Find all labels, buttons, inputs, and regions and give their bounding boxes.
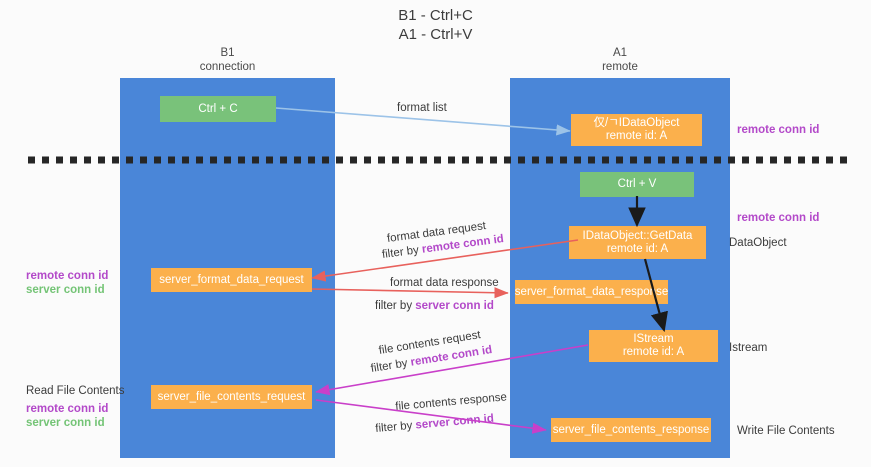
side-label-remote-conn-id-mid: remote conn id (737, 212, 820, 224)
edge-label-format-data-response-filter: filter by server conn id (375, 299, 494, 313)
box-idataobject-line2: remote id: A (605, 130, 668, 142)
side-label-left-server-conn-id-bottom: server conn id (26, 417, 105, 429)
box-istream-line2: remote id: A (622, 346, 685, 358)
arrow-file-contents-request (315, 344, 589, 396)
arrow-format-data-request (311, 239, 579, 282)
box-istream-line1: IStream (633, 333, 674, 345)
lane-header-a1-name: A1 (612, 47, 628, 59)
side-label-left-server-conn-id-mid: server conn id (26, 284, 105, 296)
side-label-left-remote-conn-id-mid: remote conn id (26, 270, 109, 282)
box-idataobject-line1: 仅/ㄱIDataObject (593, 117, 680, 129)
edge-label-format-data-response: format data response (390, 277, 499, 289)
arrow-file-contents-response (315, 399, 547, 434)
box-server-file-contents-response[interactable]: server_file_contents_response (551, 418, 711, 442)
box-server-format-data-response-label: server_format_data_response (514, 285, 669, 298)
box-getdata-line2: remote id: A (606, 242, 669, 255)
box-getdata-line1: IDataObject::GetData (582, 229, 693, 242)
box-server-format-data-response[interactable]: server_format_data_response (515, 280, 668, 304)
filter-prefix: filter by (375, 300, 416, 312)
arrow-format-list (275, 107, 571, 136)
side-label-write-file-contents: Write File Contents (737, 425, 835, 437)
side-label-dataobject: DataObject (729, 237, 787, 249)
box-server-file-contents-request-label: server_file_contents_request (157, 390, 306, 403)
box-istream[interactable]: IStream remote id: A (589, 330, 718, 362)
edge-label-format-list: format list (397, 102, 447, 114)
arrow-getdata-to-istream (643, 258, 668, 333)
box-server-format-data-request-label: server_format_data_request (159, 273, 304, 286)
side-label-istream: Istream (729, 342, 768, 354)
lane-header-b1-role: connection (199, 61, 256, 73)
box-idataobject-getdata[interactable]: IDataObject::GetData remote id: A (569, 226, 706, 259)
lane-header-b1: B1 connection (140, 46, 315, 74)
filter-key-server-conn-id: server conn id (415, 300, 494, 312)
box-ctrl-v[interactable]: Ctrl + V (580, 172, 694, 197)
box-server-format-data-request[interactable]: server_format_data_request (151, 268, 312, 292)
title-line-2: A1 - Ctrl+V (398, 26, 473, 43)
side-label-read-file-contents: Read File Contents (26, 385, 125, 397)
lane-header-b1-name: B1 (220, 47, 235, 59)
box-ctrl-c-label: Ctrl + C (198, 102, 238, 115)
box-ctrl-c[interactable]: Ctrl + C (160, 96, 276, 122)
box-server-file-contents-request[interactable]: server_file_contents_request (151, 385, 312, 409)
arrow-format-data-response (311, 287, 509, 299)
side-label-remote-conn-id-top: remote conn id (737, 124, 820, 136)
lane-header-a1-role: remote (602, 61, 638, 73)
lane-header-a1: A1 remote (530, 46, 710, 74)
box-idataobject[interactable]: 仅/ㄱIDataObject remote id: A (571, 114, 702, 146)
box-server-file-contents-response-label: server_file_contents_response (552, 423, 710, 436)
box-ctrl-v-label: Ctrl + V (617, 178, 657, 190)
title-line-1: B1 - Ctrl+C (398, 7, 473, 24)
page-title: B1 - Ctrl+C A1 - Ctrl+V (0, 6, 871, 44)
side-label-left-remote-conn-id-bottom: remote conn id (26, 403, 109, 415)
